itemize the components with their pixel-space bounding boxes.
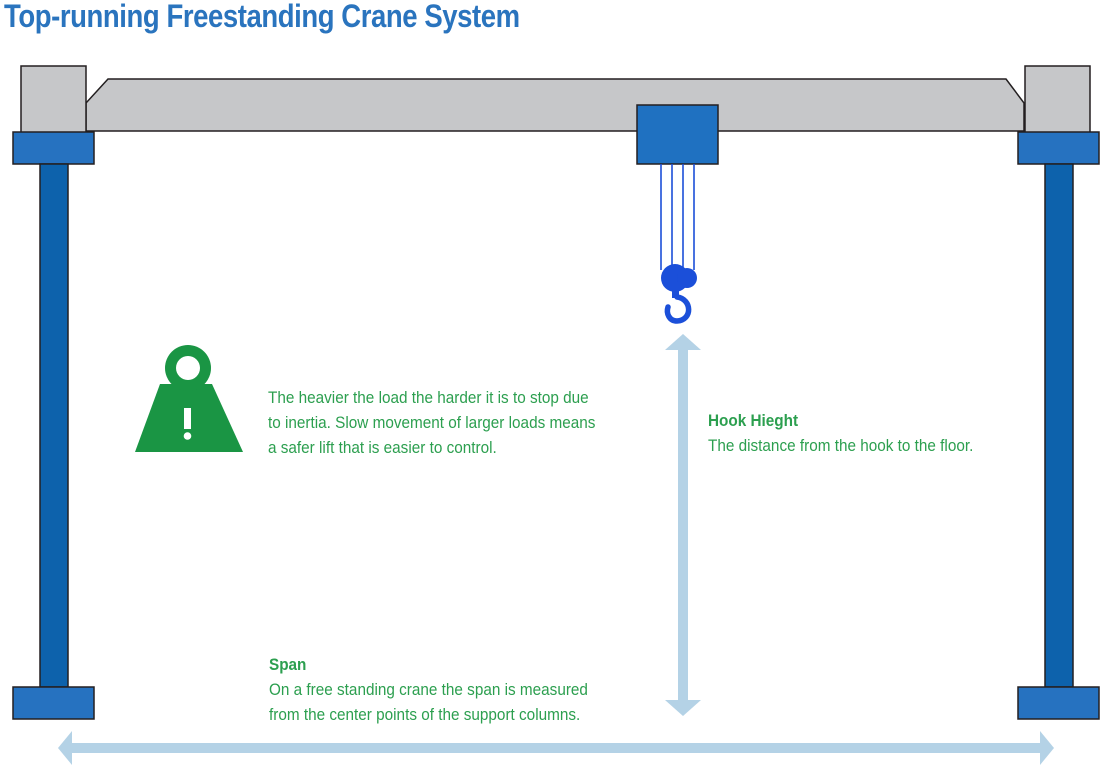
bridge-beam: [85, 78, 1025, 132]
end-truck-left: [20, 65, 87, 134]
page-title: Top-running Freestanding Crane System: [4, 0, 520, 34]
column-left: [39, 163, 69, 688]
end-truck-right: [1024, 65, 1091, 134]
hook: [664, 294, 692, 324]
hoist-trolley: [636, 104, 719, 165]
inertia-note: The heavier the load the harder it is to…: [268, 385, 595, 460]
hook-height-heading: Hook Hieght: [708, 411, 799, 430]
span-note: Span On a free standing crane the span i…: [269, 652, 588, 727]
hook-height-text: The distance from the hook to the floor.: [708, 436, 974, 455]
column-right-base-plate: [1017, 686, 1100, 720]
inertia-note-line: The heavier the load the harder it is to…: [268, 388, 589, 407]
inertia-note-line: to inertia. Slow movement of larger load…: [268, 413, 596, 432]
hook-height-arrow: [665, 334, 701, 716]
span-heading: Span: [269, 655, 307, 674]
column-right: [1044, 163, 1074, 688]
column-right-top-plate: [1017, 131, 1100, 165]
weight-warning-icon: [135, 345, 243, 452]
column-left-top-plate: [12, 131, 95, 165]
crane-hook-icon: [661, 264, 697, 324]
column-left-base-plate: [12, 686, 95, 720]
span-text-line: On a free standing crane the span is mea…: [269, 680, 588, 699]
span-arrow: [58, 731, 1054, 765]
hook-height-note: Hook Hieght The distance from the hook t…: [708, 408, 973, 458]
inertia-note-line: a safer lift that is easier to control.: [268, 438, 497, 457]
hoist-ropes: [660, 164, 695, 270]
span-text-line: from the center points of the support co…: [269, 705, 581, 724]
